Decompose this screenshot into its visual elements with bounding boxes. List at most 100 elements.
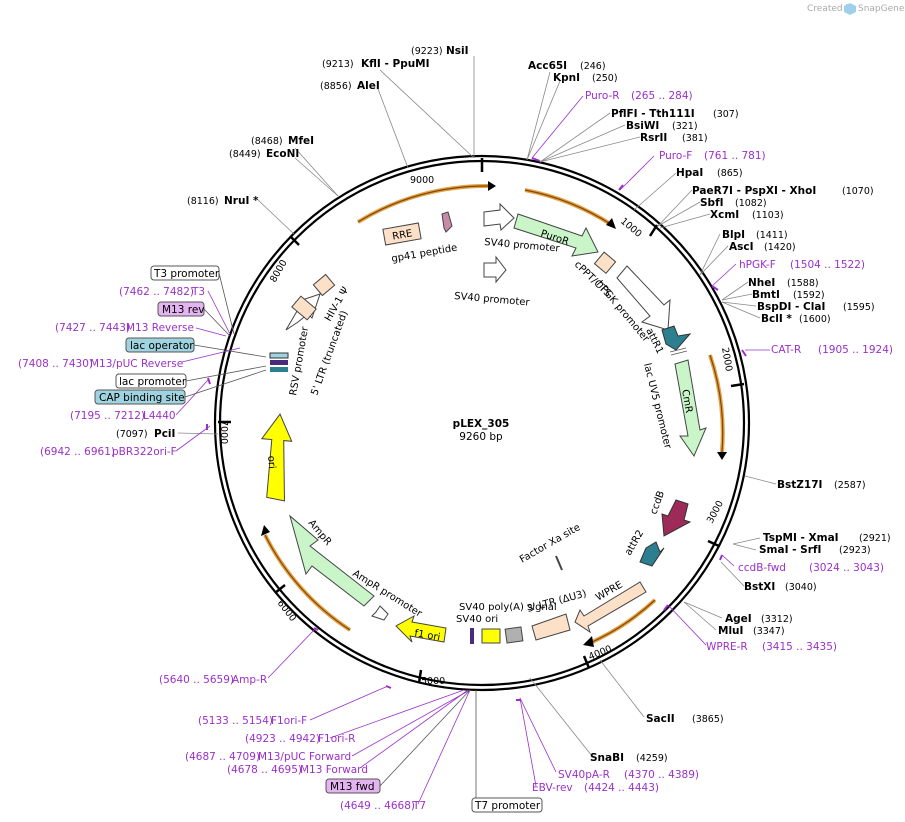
bmti-name: BmtI xyxy=(752,289,780,301)
agei-name: AgeI xyxy=(725,613,752,625)
tspmi-name: TspMI - XmaI xyxy=(763,532,839,544)
sv40-polya-box xyxy=(504,626,524,644)
sv40-ori-box xyxy=(481,628,501,644)
m13-reverse-range: (7427 .. 7443) xyxy=(55,322,130,334)
attr2-arrow xyxy=(639,541,665,567)
l4440-range: (7195 .. 7212) xyxy=(70,410,145,422)
lac-promoter-label: lac promoter xyxy=(119,376,187,388)
puro-f-name: Puro-F xyxy=(659,150,692,162)
hpai-name: HpaI xyxy=(676,167,703,179)
paer7i-name: PaeR7I - PspXI - XhoI xyxy=(692,185,816,197)
bsiwi-pos: (321) xyxy=(672,121,698,132)
lac-operator-box xyxy=(125,337,195,353)
factor-xa-mark xyxy=(555,555,563,571)
rsrii-name: RsrII xyxy=(640,132,667,144)
nrui-name: NruI * xyxy=(224,195,259,207)
ltr5-box xyxy=(291,295,317,321)
ccdb-arrow xyxy=(661,499,692,537)
m13-rev-label: M13 rev xyxy=(162,304,205,316)
alei-pos: (8856) xyxy=(320,81,352,92)
asci-name: AscI xyxy=(729,241,754,253)
econi-name: EcoNI xyxy=(266,148,299,160)
attr1-hatch xyxy=(669,347,688,356)
cmr-label: CmR xyxy=(679,389,694,414)
ebv-rev-name: EBV-rev xyxy=(532,782,573,794)
tick-3000: 3000 xyxy=(705,499,726,526)
tick-marks xyxy=(218,158,745,684)
sv40-ori-label: SV40 ori xyxy=(456,614,498,625)
t3-name: T3 xyxy=(191,286,205,298)
nhei-pos: (1588) xyxy=(787,278,819,289)
cap-site-box xyxy=(94,389,186,405)
tick-8000: 8000 xyxy=(268,258,290,284)
m13-forward-name: M13 Forward xyxy=(300,764,368,776)
rre-box xyxy=(382,222,422,246)
factor-xa-label: Factor Xa site xyxy=(518,522,582,566)
tick-6000: 6000 xyxy=(275,598,299,624)
backbone-outer xyxy=(213,154,751,692)
f1ori-f-range: (5133 .. 5154) xyxy=(198,715,273,727)
credit-text: Created by xyxy=(807,4,857,14)
f1ori-r-range: (4923 .. 4942) xyxy=(245,733,320,745)
tick-7000: 7000 xyxy=(218,420,229,444)
puror-arrow xyxy=(513,213,599,257)
amp-r-range: (5640 .. 5659) xyxy=(159,674,234,686)
sv40-promoter-arrow-2 xyxy=(483,255,507,284)
f1-ori-arrow xyxy=(395,614,447,643)
puro-f-range: (761 .. 781) xyxy=(704,150,766,162)
pcii-name: PciI xyxy=(154,428,175,440)
arc-arrowhead-1 xyxy=(488,181,496,191)
mfei-name: MfeI xyxy=(288,135,314,147)
lac-promoter-box xyxy=(115,373,187,389)
ltr3-box xyxy=(531,613,571,641)
pbr322ori-f-range: (6942 .. 6961) xyxy=(40,446,115,458)
bcli-name: BclI * xyxy=(761,313,792,325)
arc-arrowhead-3 xyxy=(717,452,727,460)
kfli-pos: (9213) xyxy=(322,59,354,70)
bstxi-pos: (3040) xyxy=(785,582,817,593)
sv40-polya-label: SV40 poly(A) signal xyxy=(459,602,557,613)
tick-2000: 2000 xyxy=(719,347,734,373)
nhei-name: NheI xyxy=(748,277,775,289)
credit-brand: SnapGene xyxy=(858,4,905,14)
nrui-pos: (8116) xyxy=(187,196,219,207)
xcmi-pos: (1103) xyxy=(752,210,784,221)
f1ori-f-name: F1ori-F xyxy=(271,715,307,727)
snabi-name: SnaBI xyxy=(590,752,624,764)
plasmid-size: 9260 bp xyxy=(459,431,503,443)
tick-9000: 9000 xyxy=(410,175,434,186)
pbr322ori-f-name: pBR322ori-F xyxy=(112,446,177,458)
sbfi-pos: (1082) xyxy=(735,198,767,209)
sacii-pos: (3865) xyxy=(692,714,724,725)
lac-operator-label: lac operator xyxy=(130,340,194,352)
primer-marks xyxy=(206,157,747,701)
attr1-arrow xyxy=(661,325,692,351)
rre-label: RRE xyxy=(391,228,413,242)
snabi-pos: (4259) xyxy=(636,753,668,764)
bstxi-name: BstXI xyxy=(744,581,775,593)
econi-pos: (8449) xyxy=(229,149,261,160)
cat-r-name: CAT-R xyxy=(771,344,801,356)
nsii-pos: (9223) xyxy=(411,46,443,57)
bspdi-pos: (1595) xyxy=(843,302,875,313)
l4440-name: L4440 xyxy=(143,410,176,422)
arc-arrowhead-5 xyxy=(261,525,270,536)
t7-promoter-box xyxy=(471,797,543,813)
sv40-promoter-label-2: SV40 promoter xyxy=(454,291,531,309)
ebv-rev-range: (4424 .. 4443) xyxy=(584,782,659,794)
mlui-name: MluI xyxy=(718,625,743,637)
box-leaders xyxy=(184,272,477,800)
m13-rev-box xyxy=(157,301,205,317)
tick-5000: 5000 xyxy=(421,676,445,687)
asci-pos: (1420) xyxy=(764,242,796,253)
m13-forward-range: (4678 .. 4695) xyxy=(227,764,302,776)
alei-name: AleI xyxy=(357,80,380,92)
paer7i-pos: (1070) xyxy=(842,186,874,197)
agei-pos: (3312) xyxy=(761,614,793,625)
blpi-name: BlpI xyxy=(722,229,745,241)
ampr-promoter-arrow xyxy=(371,605,389,621)
cat-r-range: (1905 .. 1924) xyxy=(818,344,893,356)
ccdb-fwd-range: (3024 .. 3043) xyxy=(809,562,884,574)
bstz17i-pos: (2587) xyxy=(834,480,866,491)
plasmid-name: pLEX_305 xyxy=(453,418,510,430)
